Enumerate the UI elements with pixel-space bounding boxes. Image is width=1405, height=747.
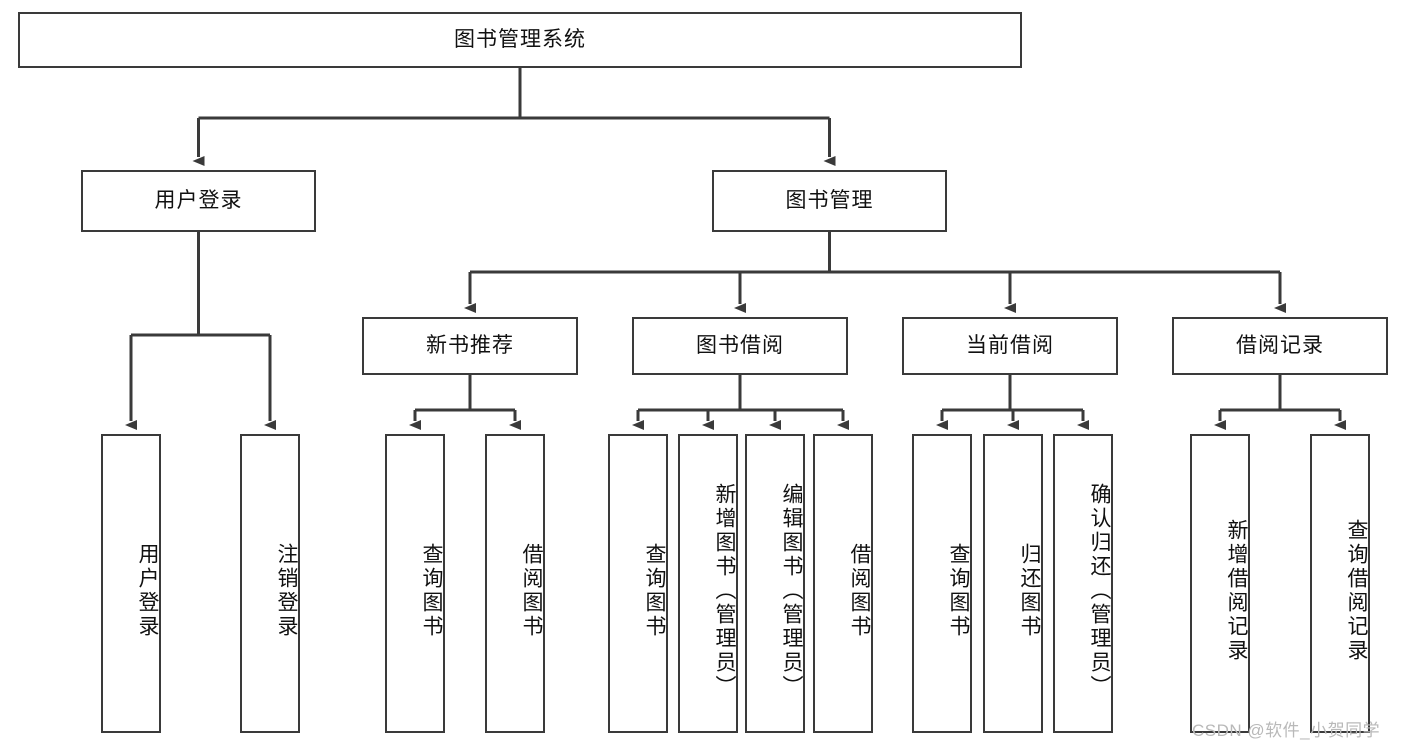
node-label: 查询图书 [420,542,443,639]
leaf-node[interactable]: 查询图书 [385,434,445,733]
leaf-node[interactable]: 确认归还（管理员） [1053,434,1113,733]
node-label: 查询借阅记录 [1345,518,1368,663]
leaf-node[interactable]: 用户登录 [101,434,161,733]
csdn-watermark: CSDN @软件_小贺同学 [1192,721,1381,740]
leaf-node[interactable]: 借阅图书 [485,434,545,733]
level3-node[interactable]: 借阅记录 [1172,317,1388,375]
node-label: 用户登录 [136,542,159,639]
node-label: 当前借阅 [966,333,1054,357]
leaf-node[interactable]: 编辑图书（管理员） [745,434,805,733]
node-label: 注销登录 [275,542,298,639]
node-label: 新增借阅记录 [1225,518,1248,663]
node-label: 归还图书 [1018,542,1041,639]
level3-node[interactable]: 图书借阅 [632,317,848,375]
leaf-node[interactable]: 借阅图书 [813,434,873,733]
node-label: 图书管理系统 [454,27,586,51]
node-label: 查询图书 [643,542,666,639]
leaf-node[interactable]: 新增借阅记录 [1190,434,1250,733]
node-label: 图书管理 [785,188,874,212]
node-label: 查询图书 [947,542,970,639]
node-label: 借阅图书 [848,542,871,639]
leaf-node[interactable]: 查询借阅记录 [1310,434,1370,733]
level2-node[interactable]: 用户登录 [81,170,316,232]
node-label: 图书借阅 [696,333,784,357]
leaf-node[interactable]: 注销登录 [240,434,300,733]
node-label: 编辑图书（管理员） [780,482,803,699]
leaf-node[interactable]: 新增图书（管理员） [678,434,738,733]
node-label: 确认归还（管理员） [1088,482,1111,699]
leaf-node[interactable]: 查询图书 [912,434,972,733]
node-label: 新书推荐 [426,333,514,357]
node-label: 用户登录 [154,188,243,212]
level3-node[interactable]: 新书推荐 [362,317,578,375]
level2-node[interactable]: 图书管理 [712,170,947,232]
root-node[interactable]: 图书管理系统 [18,12,1022,68]
node-label: 借阅图书 [520,542,543,639]
node-label: 新增图书（管理员） [713,482,736,699]
level3-node[interactable]: 当前借阅 [902,317,1118,375]
leaf-node[interactable]: 查询图书 [608,434,668,733]
leaf-node[interactable]: 归还图书 [983,434,1043,733]
node-label: 借阅记录 [1236,333,1324,357]
